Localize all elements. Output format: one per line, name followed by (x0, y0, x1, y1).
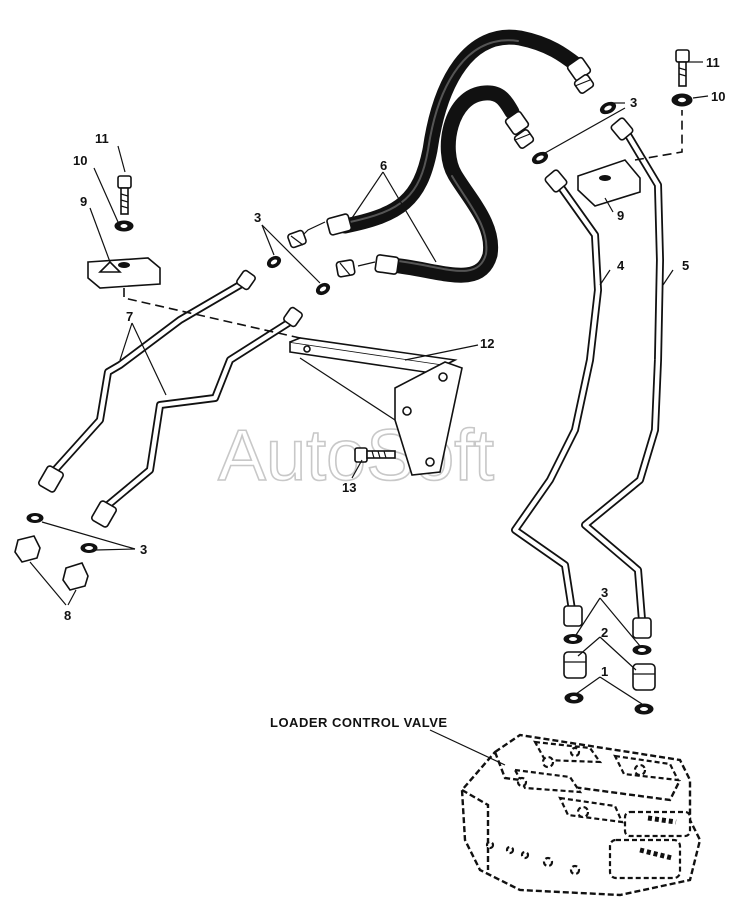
valve-title: LOADER CONTROL VALVE (270, 715, 448, 730)
loader-control-valve (460, 733, 702, 897)
hose-fitting (287, 213, 353, 249)
callout-3-top: 3 (630, 95, 637, 110)
callout-10-left: 10 (73, 153, 87, 168)
callout-labels: 11 10 9 3 6 3 11 10 9 4 5 7 12 13 3 8 3 … (64, 55, 725, 730)
leader-lines (29, 61, 709, 766)
clamp-block-right (577, 110, 683, 207)
tube-line-4 (511, 169, 602, 627)
callout-10-right: 10 (711, 89, 725, 104)
o-ring-seals (266, 101, 617, 296)
callout-6: 6 (380, 158, 387, 173)
hose-assembly-6 (287, 29, 595, 283)
callout-3-valve: 3 (601, 585, 608, 600)
callout-13: 13 (342, 480, 356, 495)
callout-5: 5 (682, 258, 689, 273)
callout-3-hoses: 3 (254, 210, 261, 225)
callout-3-left: 3 (140, 542, 147, 557)
washer-10-right (671, 93, 693, 107)
callout-1: 1 (601, 664, 608, 679)
bolt-11-right (675, 49, 690, 87)
callout-11-right: 11 (706, 55, 720, 70)
callout-11-left: 11 (95, 131, 109, 146)
hose-fitting (566, 56, 595, 94)
valve-fittings (563, 634, 656, 715)
callout-8: 8 (64, 608, 71, 623)
callout-7: 7 (126, 309, 133, 324)
bolt-11-left (117, 175, 132, 215)
callout-9-right: 9 (617, 208, 624, 223)
hose-fitting (335, 254, 400, 278)
tube-line-5 (581, 117, 664, 639)
o-rings-left (26, 513, 98, 553)
caps-8 (14, 535, 89, 591)
callout-12: 12 (480, 336, 494, 351)
washer-10-left (114, 220, 134, 232)
callout-9-left: 9 (80, 194, 87, 209)
callout-4: 4 (617, 258, 625, 273)
callout-2: 2 (601, 625, 608, 640)
hose-fitting (504, 110, 535, 149)
